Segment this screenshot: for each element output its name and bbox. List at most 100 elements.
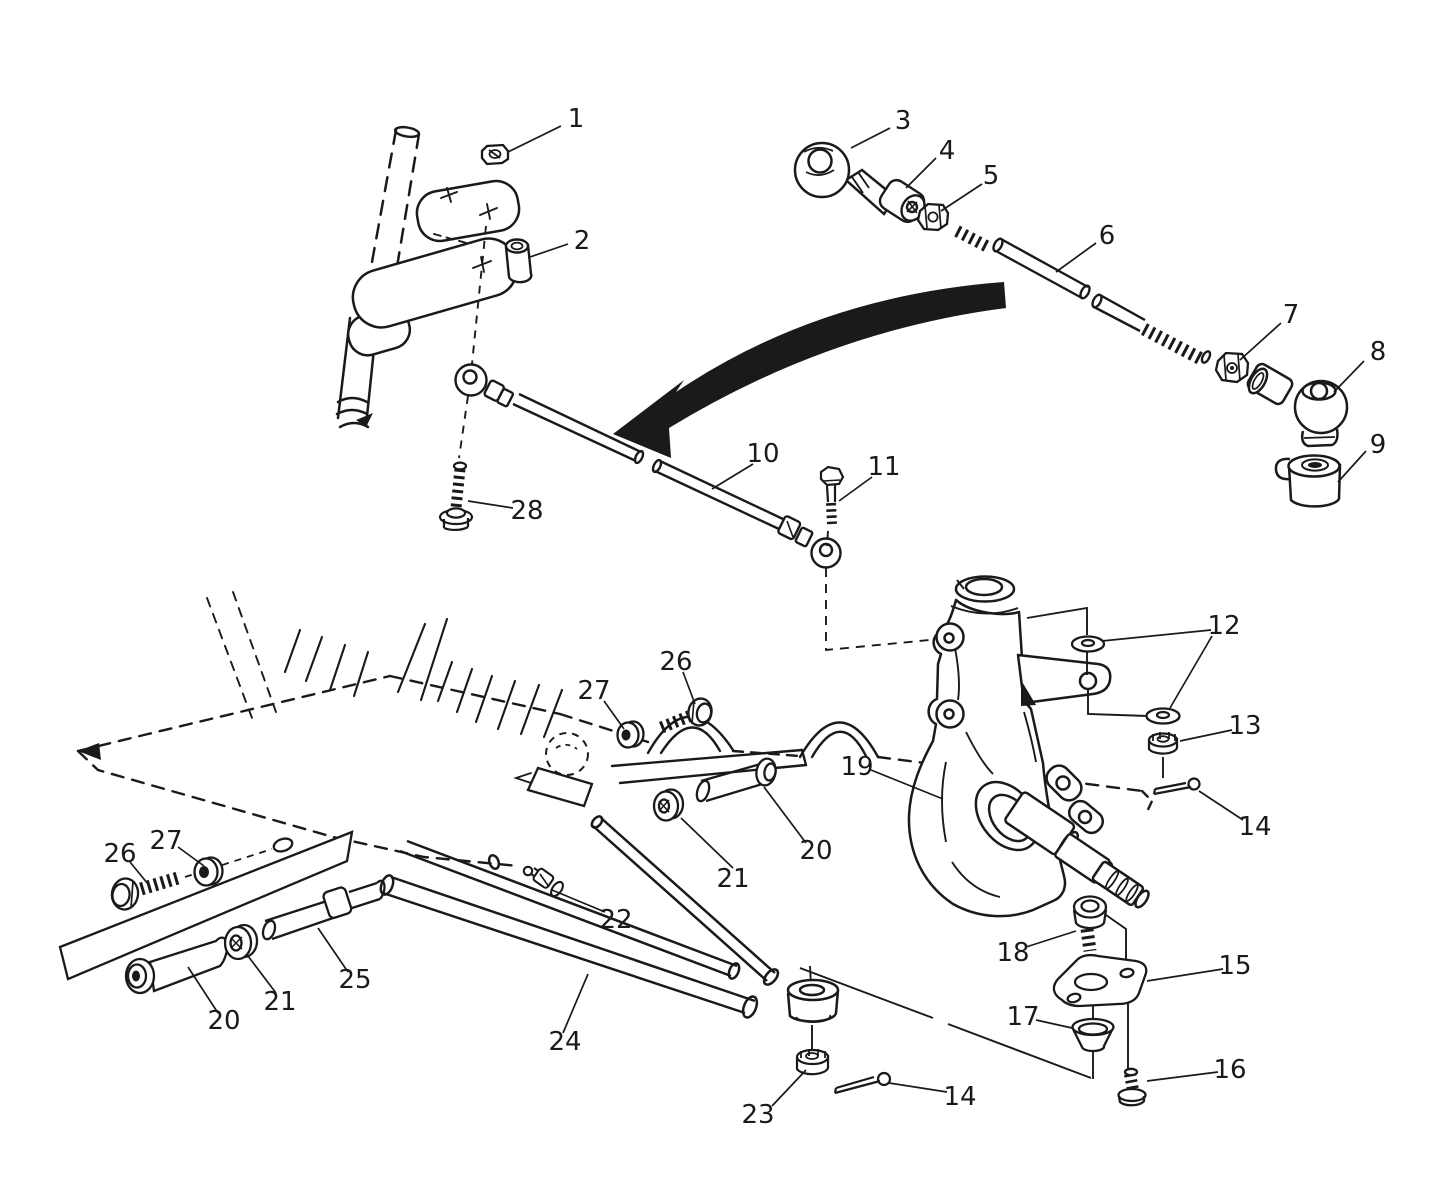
part-label-5-leader [940, 183, 983, 212]
lower-frame-bracket [58, 830, 354, 981]
knuckle-fastener-axes [1026, 606, 1164, 778]
part-label-25: 25 [338, 965, 371, 995]
part-label-2-leader [529, 243, 569, 258]
a-arm-part24 [379, 815, 892, 1095]
grease-fitting-part22 [522, 865, 564, 898]
washer-part21-lower [223, 923, 259, 961]
part-label-20-upper-leader [763, 786, 807, 844]
sleeve-part20-lower [124, 936, 229, 995]
part-label-9: 9 [1370, 430, 1387, 460]
washer-part12-a [1070, 635, 1106, 653]
washer-part27-upper [616, 720, 645, 749]
part-label-22: 22 [599, 905, 632, 935]
plate-part15 [1052, 953, 1148, 1008]
part-label-9-leader [1337, 450, 1367, 483]
castle-nut-part23 [795, 1048, 830, 1076]
ball-joint-housing [786, 965, 840, 1023]
part-label-24: 24 [548, 1027, 581, 1057]
part-label-27-upper: 27 [577, 676, 610, 706]
jam-nut-part5 [916, 202, 950, 232]
cup-part17 [1071, 1017, 1115, 1053]
tie-rod-part10 [454, 363, 842, 569]
part-label-17-leader [1035, 1019, 1073, 1029]
part-label-10-leader [711, 463, 754, 490]
washer-part27-lower [193, 856, 224, 887]
part-label-6: 6 [1099, 221, 1116, 251]
part-label-19: 19 [840, 752, 873, 782]
part-label-1: 1 [568, 104, 585, 134]
part-label-18-leader [1025, 930, 1077, 948]
cotter-pin-right [1152, 777, 1201, 796]
part-label-19-leader [870, 769, 944, 800]
part-label-7-leader [1239, 322, 1282, 361]
part-label-23-leader [771, 1069, 807, 1107]
tie-rod-tube-part6 [954, 225, 1212, 366]
part-label-13: 13 [1228, 711, 1261, 741]
bushing-part2 [504, 238, 533, 284]
part-label-18: 18 [996, 938, 1029, 968]
part-label-26-lower: 26 [103, 839, 136, 869]
part-label-21-lower: 21 [263, 987, 296, 1017]
part-label-17: 17 [1006, 1002, 1039, 1032]
part-label-12-leader-1 [1101, 629, 1212, 642]
part-label-15-leader [1146, 968, 1224, 982]
part-label-5: 5 [983, 161, 1000, 191]
bolt-part28 [438, 461, 474, 532]
sleeve-part20-upper [695, 757, 777, 803]
bolt-part16 [1117, 1067, 1147, 1107]
part-label-22-leader [551, 889, 606, 913]
part-label-13-leader [1179, 729, 1233, 742]
part-label-12: 12 [1207, 611, 1240, 641]
part-label-3-leader [850, 127, 891, 149]
part-label-15: 15 [1218, 951, 1251, 981]
part-label-24-leader [562, 973, 589, 1034]
ball-joint-part8 [1246, 362, 1349, 448]
bolt-part26-lower [110, 871, 180, 911]
part-label-8: 8 [1370, 337, 1387, 367]
part-label-21-lower-leader [247, 955, 277, 994]
part-label-2: 2 [574, 226, 591, 256]
bolt-part26-upper [657, 697, 713, 734]
part-label-4: 4 [939, 136, 956, 166]
part-label-20-lower: 20 [207, 1006, 240, 1036]
assembly-axis-tie-rod [825, 530, 941, 652]
part-label-20-upper: 20 [799, 836, 832, 866]
part-label-25-leader [317, 927, 349, 973]
rear-pivot-hardware [526, 697, 777, 822]
castle-nut-part13 [1147, 732, 1179, 755]
part-label-26-upper: 26 [659, 647, 692, 677]
part-label-26-upper-leader [682, 671, 696, 705]
part-label-20-lower-leader [187, 966, 219, 1014]
part-label-28-leader [467, 500, 514, 509]
jam-nut-part7 [1214, 351, 1250, 384]
part-label-14-right: 14 [1238, 812, 1271, 842]
part-label-4-leader [905, 157, 937, 189]
part-label-3: 3 [895, 106, 912, 136]
part-label-14-bottom: 14 [943, 1082, 976, 1112]
cotter-pin-bottom [833, 1071, 892, 1095]
part-label-27-lower-leader [177, 846, 205, 867]
part-label-6-leader [1055, 242, 1097, 273]
part-label-7: 7 [1283, 300, 1300, 330]
part-label-26-lower-leader [129, 861, 149, 885]
part-label-23: 23 [741, 1100, 774, 1130]
part-label-21-upper: 21 [716, 864, 749, 894]
bolt-part18 [1072, 895, 1108, 952]
part-label-14-right-leader [1198, 790, 1244, 821]
part-label-27-upper-leader [603, 700, 625, 730]
part-label-14-bottom-leader [888, 1082, 948, 1093]
bushing-part9 [1274, 454, 1342, 508]
lower-mount-hardware [799, 895, 1148, 1107]
bolt-part11 [819, 465, 845, 525]
part-label-16-leader [1146, 1071, 1219, 1082]
steering-knuckle-part19 [907, 575, 1150, 918]
part-label-21-upper-leader [680, 817, 734, 869]
part-label-8-leader [1333, 360, 1365, 393]
part-label-16: 16 [1213, 1055, 1246, 1085]
steering-post-clevis [346, 179, 521, 357]
washer-part12-b [1145, 707, 1181, 725]
